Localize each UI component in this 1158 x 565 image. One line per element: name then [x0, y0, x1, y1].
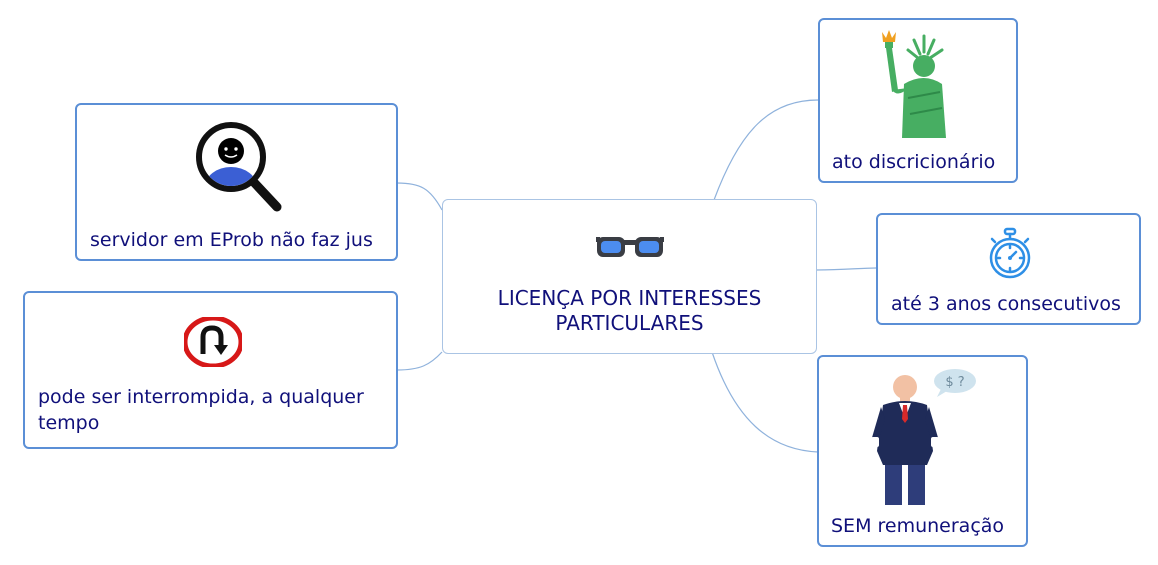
connector-remuneracao	[711, 351, 819, 453]
connector-discricionario	[713, 99, 819, 201]
connector-servidor	[396, 182, 443, 211]
businessman-empty-pockets-icon: $ ?	[871, 369, 976, 505]
topic-interrompida[interactable]: pode ser interrompida, a qualquer tempo	[23, 291, 398, 449]
stopwatch-icon	[989, 227, 1031, 279]
topic-consecutivos[interactable]: até 3 anos consecutivos	[876, 213, 1141, 325]
central-topic-label: LICENÇA POR INTERESSES PARTICULARES	[497, 286, 762, 335]
connector-interrompida	[396, 351, 443, 371]
topic-discricionario-label: ato discricionário	[832, 151, 996, 173]
topic-interrompida-label: pode ser interrompida, a qualquer tempo	[38, 386, 364, 434]
u-turn-sign-icon	[184, 317, 242, 367]
topic-consecutivos-label: até 3 anos consecutivos	[891, 293, 1121, 315]
topic-discricionario[interactable]: ato discricionário	[818, 18, 1018, 183]
topic-servidor[interactable]: servidor em EProb não faz jus	[75, 103, 398, 261]
glasses-icon	[596, 237, 664, 257]
connector-consecutivos	[815, 267, 877, 271]
statue-of-liberty-icon	[882, 30, 946, 138]
magnifier-person-icon	[196, 122, 282, 212]
central-topic[interactable]: LICENÇA POR INTERESSES PARTICULARES	[442, 199, 817, 354]
topic-servidor-label: servidor em EProb não faz jus	[90, 229, 373, 251]
speech-bubble-text: $ ?	[945, 375, 964, 390]
topic-remuneracao-label: SEM remuneração	[831, 515, 1005, 537]
topic-remuneracao[interactable]: $ ? SEM remuneração	[817, 355, 1028, 547]
